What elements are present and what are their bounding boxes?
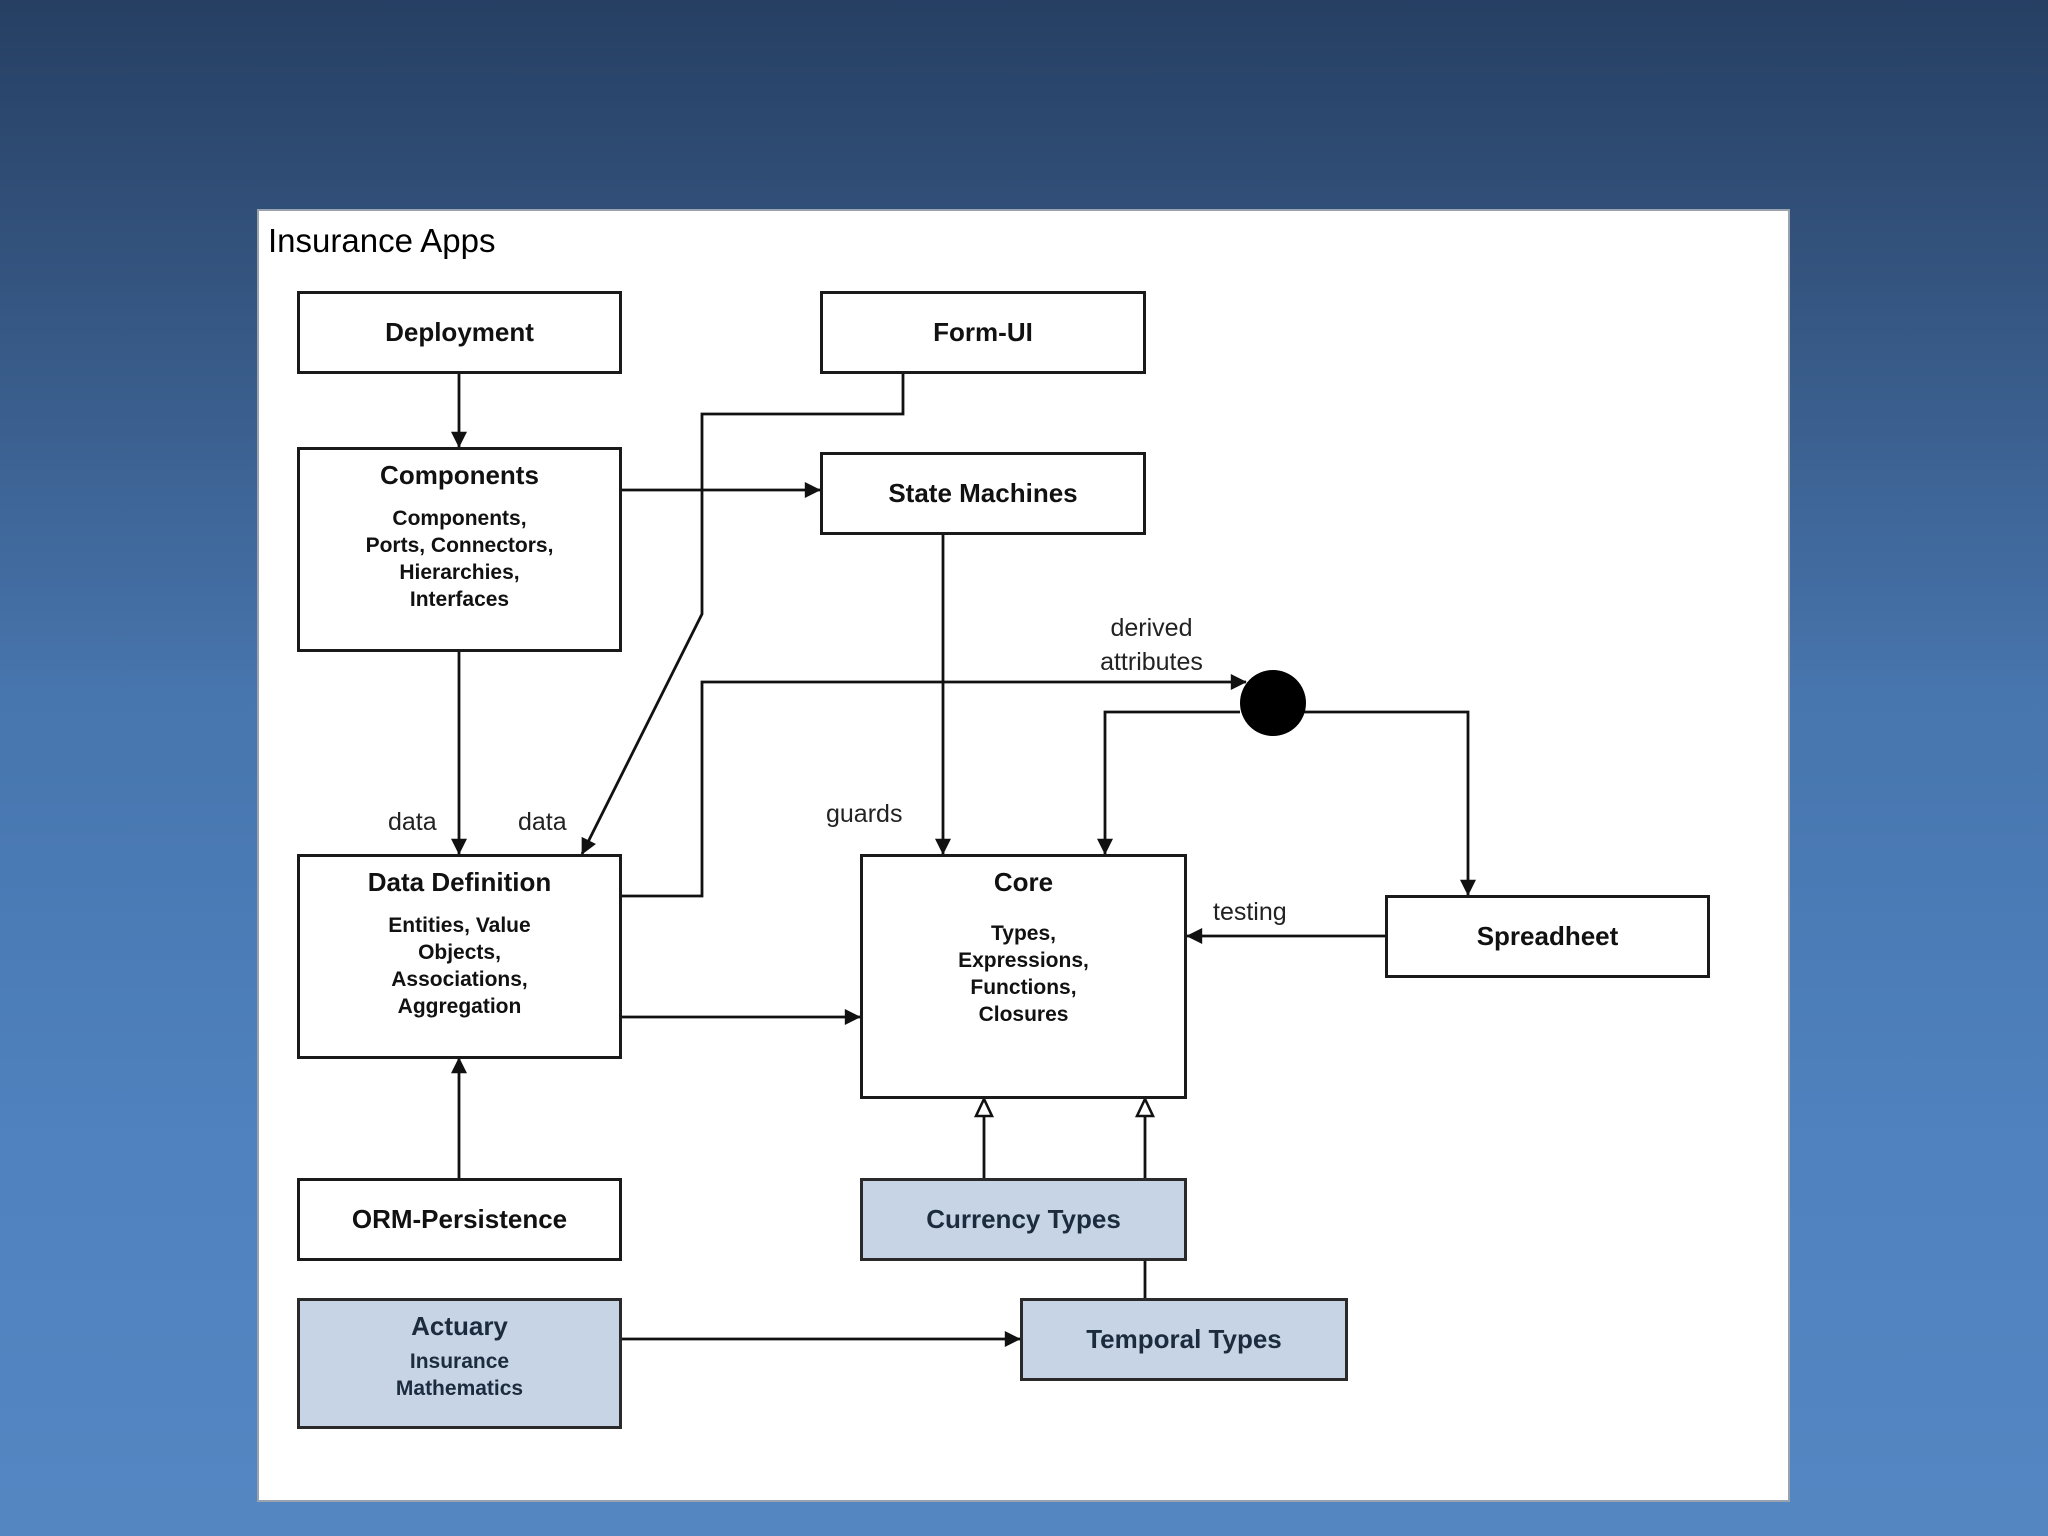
form-ui-label: Form-UI <box>933 317 1033 347</box>
spreadheet-label: Spreadheet <box>1476 921 1619 951</box>
actuary-box: Actuary Insurance Mathematics <box>297 1298 622 1429</box>
data-definition-title: Data Definition <box>367 867 552 897</box>
guards-label: guards <box>826 800 903 828</box>
data-label-right: data <box>518 808 567 836</box>
form-ui-box: Form-UI <box>820 291 1146 374</box>
core-description: Types, Expressions, Functions, Closures <box>958 922 1089 1026</box>
derived-attributes-junction <box>1240 670 1306 736</box>
temporal-types-label: Temporal Types <box>1086 1324 1282 1354</box>
edge-junction-core <box>1097 710 1240 855</box>
components-title: Components <box>380 460 539 490</box>
edge-junction-spreadheet <box>1298 710 1476 896</box>
deployment-label: Deployment <box>385 317 534 347</box>
diagram-title: Insurance Apps <box>268 222 496 259</box>
deployment-box: Deployment <box>297 291 622 374</box>
data-definition-box: Data Definition Entities, Value Objects,… <box>297 854 622 1059</box>
currency-types-box: Currency Types <box>860 1178 1187 1261</box>
orm-persistence-box: ORM-Persistence <box>297 1178 622 1261</box>
components-box: Components Components, Ports, Connectors… <box>297 447 622 652</box>
spreadheet-box: Spreadheet <box>1385 895 1710 978</box>
data-label-left: data <box>388 808 437 836</box>
temporal-types-box: Temporal Types <box>1020 1298 1348 1381</box>
edge-datadefinition-derived <box>621 674 1247 898</box>
orm-persistence-label: ORM-Persistence <box>351 1204 568 1234</box>
actuary-title: Actuary <box>411 1311 508 1341</box>
actuary-description: Insurance Mathematics <box>395 1350 524 1400</box>
state-machines-label: State Machines <box>888 478 1078 508</box>
derived-attributes-label: derived attributes <box>1100 614 1203 676</box>
state-machines-box: State Machines <box>820 452 1146 535</box>
core-title: Core <box>993 867 1054 897</box>
core-box: Core Types, Expressions, Functions, Clos… <box>860 854 1187 1099</box>
components-description: Components, Ports, Connectors, Hierarchi… <box>365 507 554 611</box>
currency-types-label: Currency Types <box>926 1204 1121 1234</box>
data-definition-description: Entities, Value Objects, Associations, A… <box>388 914 531 1018</box>
testing-label: testing <box>1213 898 1287 926</box>
edge-formui-datadefinition <box>580 374 905 855</box>
